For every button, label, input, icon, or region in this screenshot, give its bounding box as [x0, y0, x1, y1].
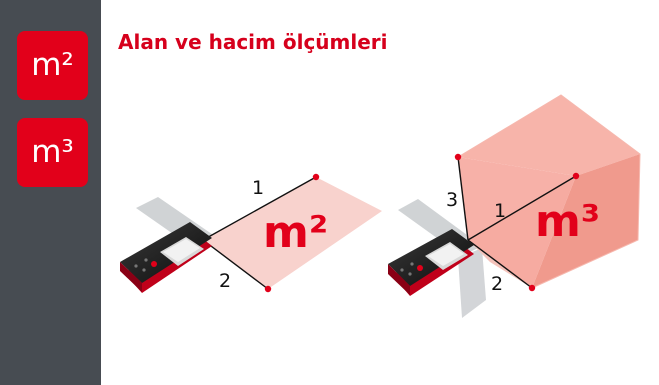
measure-point [528, 284, 536, 292]
edge-label-1: 1 [252, 177, 264, 199]
box-back [532, 154, 640, 288]
area-figure: 1 2 m² [120, 173, 382, 293]
edge-label-3: 3 [446, 189, 458, 211]
page-title: Alan ve hacim ölçümleri [118, 30, 388, 54]
area-unit-badge[interactable]: m² [17, 31, 88, 100]
measure-point [312, 173, 320, 181]
measure-point [264, 285, 272, 293]
area-unit-label: m² [263, 207, 328, 258]
measure-line-2 [202, 239, 269, 290]
box-top [458, 95, 640, 176]
box-edges [457, 94, 641, 289]
volume-figure: 3 1 2 m³ [388, 94, 641, 318]
measured-area [203, 177, 382, 289]
measure-point [572, 172, 580, 180]
measure-line-1 [467, 175, 577, 241]
measure-line-2 [467, 239, 533, 289]
volume-unit-badge[interactable]: m³ [17, 118, 88, 187]
measure-point [454, 153, 462, 161]
laser-distance-meter-icon [120, 222, 212, 293]
edge-label-2: 2 [219, 270, 231, 292]
box-left [458, 157, 576, 288]
beam-shadow [458, 248, 486, 318]
sidebar: m² m³ [0, 0, 101, 385]
volume-unit-label: m³ [535, 196, 600, 247]
edge-label-2: 2 [491, 273, 503, 295]
laser-distance-meter-icon [388, 229, 474, 296]
measure-line-3 [457, 156, 469, 241]
edge-label-1: 1 [494, 200, 506, 222]
measure-line-1 [202, 176, 317, 241]
